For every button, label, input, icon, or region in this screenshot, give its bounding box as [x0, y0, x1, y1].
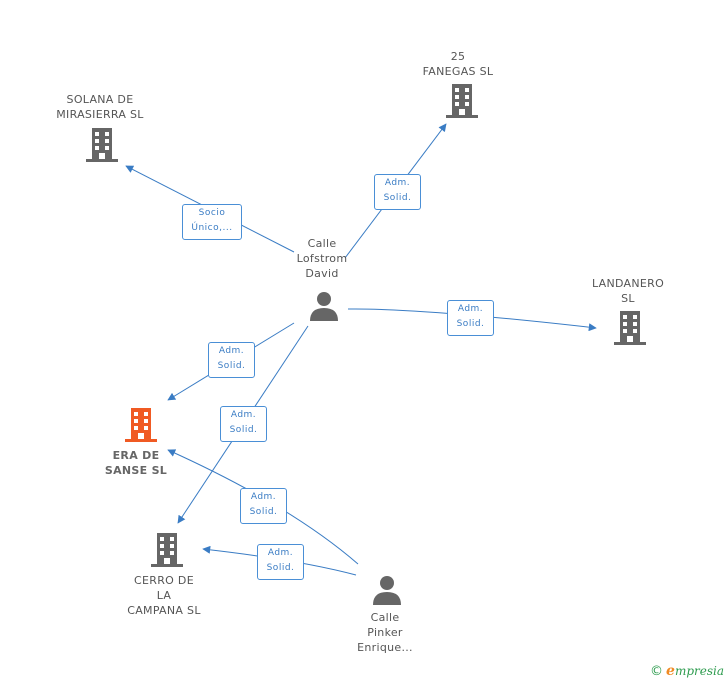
building-icon[interactable] — [151, 533, 183, 567]
node-label-line: Lofstrom — [296, 252, 348, 265]
edge-lofstrom-to-landanero[interactable] — [347, 308, 597, 332]
node-label-line: Calle — [307, 237, 337, 250]
node-label-landanero[interactable]: LANDANERO SL — [578, 276, 678, 306]
node-label-calle-lofstrom[interactable]: Calle Lofstrom David — [272, 236, 372, 281]
edge-label-line: Solid. — [229, 425, 258, 435]
edge-label-line: Solid. — [456, 319, 485, 329]
node-label-line: SL — [621, 292, 635, 305]
node-label-line: MIRASIERRA SL — [56, 108, 144, 121]
copyright-icon: © — [650, 664, 664, 679]
edge-label-adm-solid-pinker-era[interactable]: Adm. Solid. — [240, 488, 287, 524]
node-label-line: ERA DE — [112, 449, 160, 462]
building-icon[interactable] — [446, 84, 478, 118]
edge-label-line: Adm. — [457, 304, 484, 314]
empresia-logo[interactable]: ©empresia — [650, 663, 724, 679]
edge-label-line: Adm. — [384, 178, 411, 188]
node-label-line: SOLANA DE — [66, 93, 134, 106]
node-label-line: 25 — [450, 50, 466, 63]
node-label-line: LANDANERO — [591, 277, 665, 290]
edge-label-line: Adm. — [230, 410, 257, 420]
edge-label-adm-solid-landanero[interactable]: Adm. Solid. — [447, 300, 494, 336]
edge-label-line: Solid. — [249, 507, 278, 517]
edge-label-line: Socio — [198, 208, 226, 218]
edge-label-adm-solid-cerro[interactable]: Adm. Solid. — [220, 406, 267, 442]
node-label-line: CERRO DE — [134, 574, 194, 587]
node-label-line: FANEGAS SL — [422, 65, 494, 78]
building-icon[interactable] — [614, 311, 646, 345]
node-label-line: Calle — [370, 611, 400, 624]
building-icon[interactable] — [125, 408, 157, 442]
node-label-cerro[interactable]: CERRO DE LA CAMPANA SL — [114, 573, 214, 618]
edge-label-line: Solid. — [383, 193, 412, 203]
building-icon[interactable] — [86, 128, 118, 162]
node-label-line: Enrique... — [357, 641, 413, 654]
brand-initial: e — [666, 663, 675, 679]
edge-label-line: Adm. — [250, 492, 277, 502]
node-label-era-de-sanse[interactable]: ERA DE SANSE SL — [86, 448, 186, 478]
node-label-calle-pinker[interactable]: Calle Pinker Enrique... — [335, 610, 435, 655]
edge-label-adm-solid-fanegas[interactable]: Adm. Solid. — [374, 174, 421, 210]
edge-label-line: Adm. — [218, 346, 245, 356]
edge-label-line: Solid. — [266, 563, 295, 573]
edge-label-socio-unico[interactable]: Socio Único,... — [182, 204, 242, 240]
node-label-line: CAMPANA SL — [127, 604, 201, 617]
edge-label-line: Único,... — [191, 223, 233, 233]
edge-label-adm-solid-pinker-cerro[interactable]: Adm. Solid. — [257, 544, 304, 580]
person-icon[interactable] — [309, 291, 339, 321]
node-label-line: David — [305, 267, 339, 280]
edge-label-adm-solid-era[interactable]: Adm. Solid. — [208, 342, 255, 378]
person-icon[interactable] — [372, 575, 402, 605]
node-label-fanegas[interactable]: 25 FANEGAS SL — [398, 49, 518, 79]
node-label-line: SANSE SL — [104, 464, 168, 477]
node-label-line: Pinker — [367, 626, 403, 639]
edge-label-line: Solid. — [217, 361, 246, 371]
node-label-solana[interactable]: SOLANA DE MIRASIERRA SL — [40, 92, 160, 122]
node-label-line: LA — [156, 589, 172, 602]
brand-name: mpresia — [674, 664, 724, 678]
edge-label-line: Adm. — [267, 548, 294, 558]
